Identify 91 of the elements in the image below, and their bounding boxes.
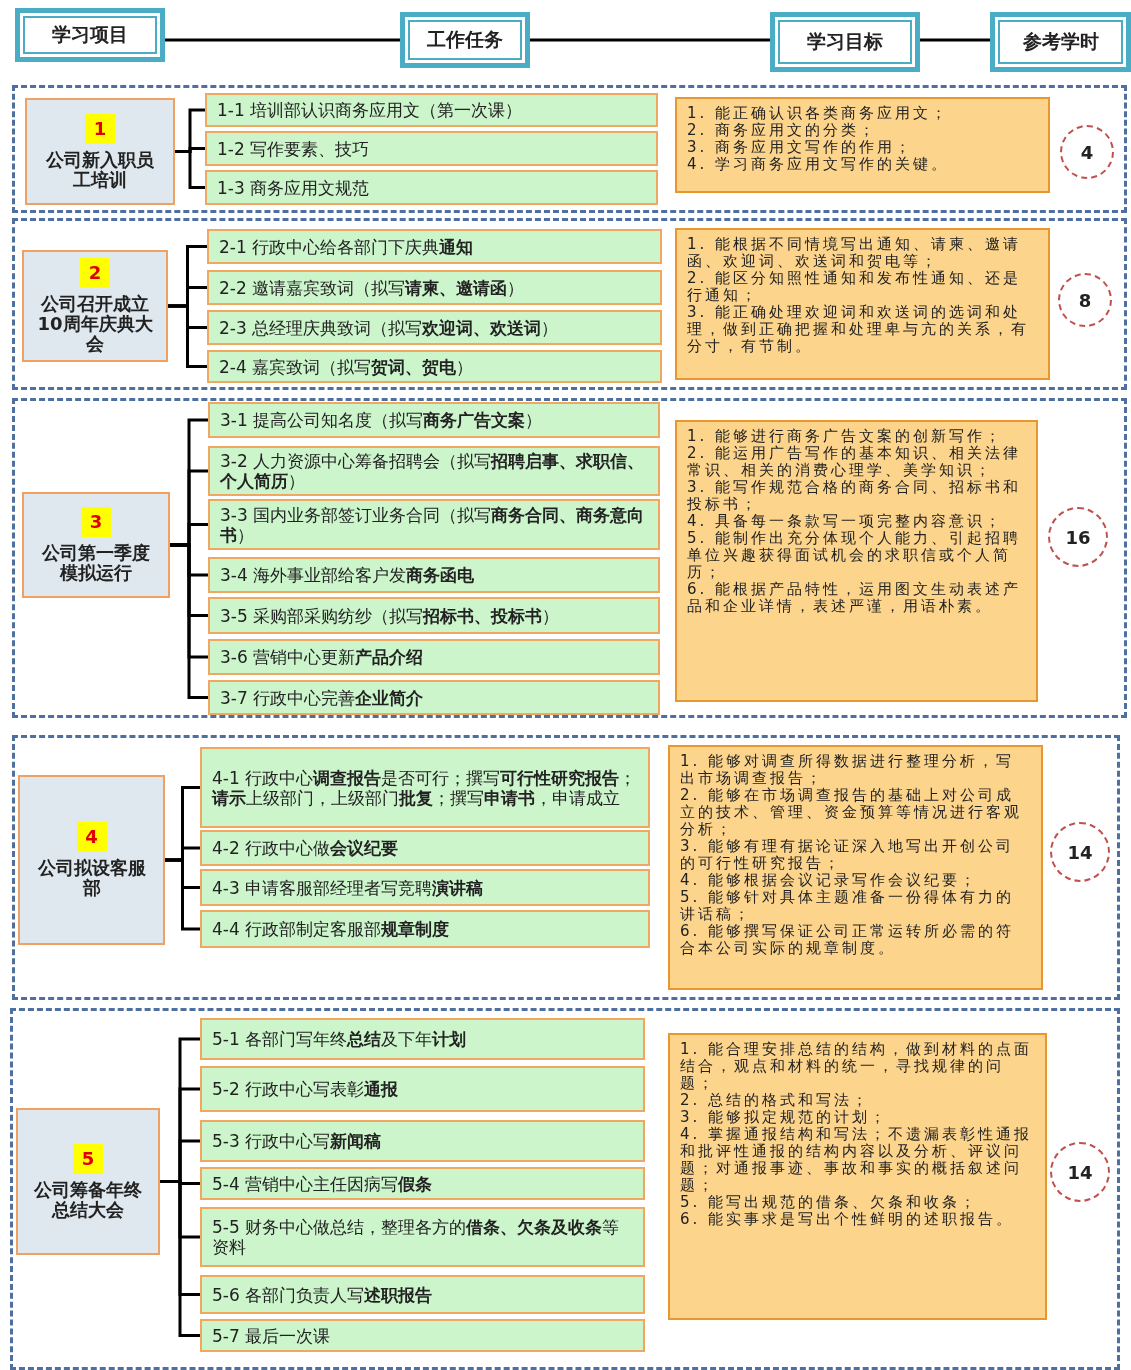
objective-item: 6. 能实事求是写出个性鲜明的述职报告。: [680, 1211, 1016, 1228]
connector-line: [530, 38, 770, 42]
connector-line: [170, 543, 208, 699]
objective-item: 5. 能制作出充分体现个人能力、引起招聘单位兴趣获得面试机会的求职信或个人简历；: [687, 530, 1023, 581]
project-box: [18, 775, 165, 945]
hours-circle: 14: [1050, 822, 1110, 882]
objective-box: [668, 1033, 1047, 1320]
objective-box: [675, 420, 1038, 702]
task-box: 3-2 人力资源中心筹备招聘会（拟写招聘启事、求职信、个人简历）: [208, 446, 660, 496]
number-badge: 2: [80, 258, 110, 288]
project-title: 公司召开成立10周年庆典大会: [36, 294, 154, 354]
task-box: 3-4 海外事业部给客户发商务函电: [208, 557, 660, 593]
project-box: [22, 492, 170, 598]
task-box: 1-2 写作要素、技巧: [205, 131, 658, 166]
number-badge: 3: [81, 507, 111, 537]
objective-item: 6. 能根据产品特性，运用图文生动表述产品和企业详情，表述严谨，用语朴素。: [687, 581, 1023, 615]
project-box: [16, 1108, 160, 1255]
project-title: 公司新入职员工培训: [45, 149, 155, 190]
objective-box: [675, 97, 1050, 193]
objective-item: 1. 能合理安排总结的结构，做到材料的点面结合，观点和材料的统一，寻找规律的问题；: [680, 1041, 1034, 1092]
project-title: 公司筹备年终总结大会: [33, 1179, 143, 1220]
objective-item: 3. 能够拟定规范的计划；: [680, 1109, 890, 1126]
objective-item: 2. 能区分知照性通知和发布性通知、还是行通知；: [687, 270, 1023, 304]
objective-item: 2. 能运用广告写作的基本知识、相关法律常识、相关的消费心理学、美学知识；: [687, 445, 1023, 479]
task-box: 5-2 行政中心写表彰通报: [200, 1066, 645, 1112]
objective-item: 2. 商务应用文的分类；: [687, 122, 879, 139]
dashed-frame: [12, 218, 1127, 390]
objective-item: 1. 能够进行商务广告文案的创新写作；: [687, 428, 1005, 445]
task-box: 2-2 邀请嘉宾致词（拟写请柬、邀请函）: [207, 270, 662, 305]
objective-item: 6. 能够撰写保证公司正常运转所必需的符合本公司实际的规章制度。: [680, 923, 1016, 957]
task-box: 2-3 总经理庆典致词（拟写欢迎词、欢送词）: [207, 310, 662, 345]
project-box: [25, 98, 175, 205]
task-box: 4-3 申请客服部经理者写竞聘演讲稿: [200, 869, 650, 906]
header-box: 参考学时: [990, 12, 1131, 72]
dashed-frame: [10, 1008, 1120, 1370]
task-box: 5-5 财务中心做总结，整理各方的借条、欠条及收条等资料: [200, 1207, 645, 1267]
task-box: 2-1 行政中心给各部门下庆典通知: [207, 229, 662, 264]
task-box: 4-4 行政部制定客服部规章制度: [200, 910, 650, 948]
task-box: 4-2 行政中心做会议纪要: [200, 830, 650, 866]
task-box: 5-3 行政中心写新闻稿: [200, 1120, 645, 1162]
hours-circle: 4: [1060, 125, 1114, 179]
number-badge: 4: [76, 822, 107, 852]
task-box: 2-4 嘉宾致词（拟写贺词、贺电）: [207, 350, 662, 383]
task-box: 3-7 行政中心完善企业简介: [208, 680, 660, 715]
header-box: 工作任务: [400, 12, 530, 68]
task-box: 3-5 采购部采购纺纱（拟写招标书、投标书）: [208, 597, 660, 634]
objective-item: 3. 能写作规范合格的商务合同、招标书和投标书；: [687, 479, 1023, 513]
task-box: 1-3 商务应用文规范: [205, 170, 658, 205]
objective-item: 2. 能够在市场调查报告的基础上对公司成立的技术、管理、资金预算等情况进行客观分析；: [680, 787, 1023, 838]
connector-line: [175, 150, 205, 189]
task-box: 5-7 最后一次课: [200, 1319, 645, 1352]
objective-item: 2. 总结的格式和写法；: [680, 1092, 872, 1109]
number-badge: 5: [73, 1143, 103, 1174]
task-box: 5-4 营销中心主任因病写假条: [200, 1167, 645, 1200]
objective-item: 4. 学习商务应用文写作的关键。: [687, 156, 951, 173]
dashed-frame: [12, 735, 1120, 1000]
objective-box: [668, 745, 1043, 990]
project-box: [22, 250, 168, 362]
objective-item: 1. 能够对调查所得数据进行整理分析，写出市场调查报告；: [680, 753, 1016, 787]
objective-item: 1. 能根据不同情境写出通知、请柬、邀请函、欢迎词、欢送词和贺电等；: [687, 236, 1023, 270]
task-box: 5-6 各部门负责人写述职报告: [200, 1275, 645, 1314]
objective-item: 3. 能正确处理欢迎词和欢送词的选词和处理，做到正确把握和处理卑与亢的关系，有分寸，有节制。: [687, 304, 1030, 355]
project-title: 公司拟设客服部: [36, 858, 147, 898]
task-box: 1-1 培训部认识商务应用文（第一次课）: [205, 93, 658, 127]
objective-item: 4. 掌握通报结构和写法；不遗漏表彰性通报和批评性通报的结构内容以及分析、评议问题；对通报事迹、事故和事实的概括叙述问题；: [680, 1126, 1034, 1194]
number-badge: 1: [85, 113, 115, 144]
task-box: 3-6 营销中心更新产品介绍: [208, 639, 660, 675]
dashed-frame: [12, 398, 1127, 718]
connector-line: [165, 38, 400, 42]
connector-line: [920, 38, 990, 42]
objective-item: 5. 能写出规范的借条、欠条和收条；: [680, 1194, 980, 1211]
project-title: 公司第一季度模拟运行: [41, 543, 151, 583]
objective-item: 3. 商务应用文写作的作用；: [687, 139, 915, 156]
hours-circle: 16: [1048, 507, 1108, 567]
header-box: 学习目标: [770, 12, 920, 72]
objective-item: 5. 能够针对具体主题准备一份得体有力的讲话稿；: [680, 889, 1016, 923]
objective-item: 4. 具备每一条款写一项完整内容意识；: [687, 513, 1005, 530]
header-box: 学习项目: [15, 8, 165, 62]
objective-item: 1. 能正确认识各类商务应用文；: [687, 105, 951, 122]
task-box: 4-1 行政中心调查报告是否可行；撰写可行性研究报告；请示上级部门，上级部门批复；撰写申请书，申请成立: [200, 747, 650, 828]
dashed-frame: [12, 85, 1127, 213]
task-box: 5-1 各部门写年终总结及下年计划: [200, 1018, 645, 1060]
hours-circle: 8: [1058, 273, 1112, 327]
objective-item: 4. 能够根据会议记录写作会议纪要；: [680, 872, 980, 889]
connector-line: [165, 858, 200, 931]
task-box: 3-3 国内业务部签订业务合同（拟写商务合同、商务意向书）: [208, 499, 660, 550]
objective-box: [675, 228, 1050, 380]
task-box: 3-1 提高公司知名度（拟写商务广告文案）: [208, 402, 660, 438]
hours-circle: 14: [1050, 1142, 1110, 1202]
connector-line: [168, 304, 207, 368]
objective-item: 3. 能够有理有据论证深入地写出开创公司的可行性研究报告；: [680, 838, 1016, 872]
